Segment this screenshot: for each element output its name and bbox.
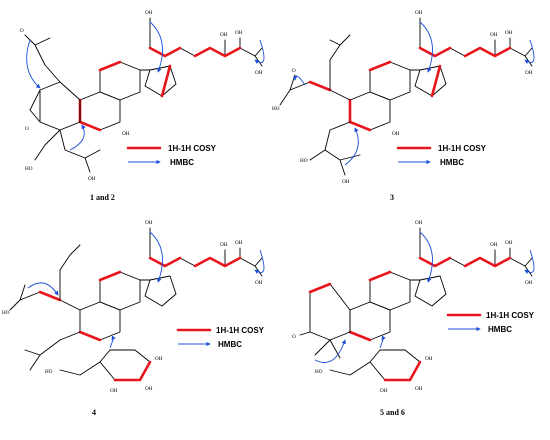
legend-panel-3: 1H-1H COSY HMBC [176, 326, 265, 349]
atom-oh: OH [415, 386, 423, 392]
atom-oh: OH [110, 388, 118, 394]
atom-oh: OH [235, 30, 243, 36]
atom-oh: OH [255, 280, 263, 286]
compound-label: 3 [390, 193, 394, 202]
compound-label: 4 [92, 408, 96, 417]
atom-oh: OH [415, 220, 423, 226]
structure-compound-4: OH OH OH OH HO HO OH OH OH 4 [2, 220, 265, 417]
atom-oh: OH [525, 280, 533, 286]
legend-hmbc-label: HMBC [170, 158, 194, 167]
compound-label: 5 and 6 [380, 408, 405, 417]
atom-oh: OH [490, 32, 498, 38]
atom-oh: OH [380, 388, 388, 394]
legend-panel-2: 1H-1H COSY HMBC [396, 144, 487, 167]
atom-oh: OH [415, 10, 423, 16]
legend-hmbc-label: HMBC [440, 158, 464, 167]
atom-o: O [292, 68, 296, 74]
atom-ho: HO [300, 158, 308, 164]
structure-compound-5-6: OH OH OH OH O HO OH OH OH 5 and 6 [292, 220, 535, 417]
atom-oh: OH [392, 131, 400, 137]
atom-oh: OH [145, 10, 153, 16]
legend-cosy-label: 1H-1H COSY [438, 144, 487, 153]
structure-compound-3: OH OH OH OH HO O HO OH OH 3 [272, 10, 535, 202]
structure-compound-1-2: OH OH OH OH O HO OH OH O 1 and 2 [20, 10, 265, 202]
legend-cosy-label: 1H-1H COSY [216, 326, 265, 335]
atom-oh: OH [220, 32, 228, 38]
legend-panel-4: 1H-1H COSY HMBC [446, 311, 535, 334]
atom-o: O [292, 334, 296, 340]
atom-ho: HO [272, 106, 280, 112]
atom-ho: HO [25, 166, 33, 172]
compound-label: 1 and 2 [90, 193, 115, 202]
atom-o: O [25, 126, 29, 132]
atom-o: O [20, 28, 24, 34]
atom-oh: OH [505, 30, 513, 36]
legend-panel-1: 1H-1H COSY HMBC [126, 144, 217, 167]
legend-cosy-label: 1H-1H COSY [486, 311, 535, 320]
atom-oh: OH [235, 240, 243, 246]
atom-oh: OH [342, 179, 350, 185]
atom-oh: OH [525, 70, 533, 76]
atom-ho: HO [2, 310, 10, 316]
legend-hmbc-label: HMBC [218, 340, 242, 349]
atom-oh: OH [122, 131, 130, 137]
atom-oh: OH [220, 242, 228, 248]
atom-oh: OH [425, 356, 433, 362]
atom-ho: HO [45, 369, 53, 375]
atom-oh: OH [155, 356, 163, 362]
legend-cosy-label: 1H-1H COSY [168, 144, 217, 153]
atom-oh: OH [88, 176, 96, 182]
atom-ho: HO [315, 369, 323, 375]
atom-oh: OH [490, 242, 498, 248]
atom-oh: OH [145, 386, 153, 392]
atom-oh: OH [145, 220, 153, 226]
atom-oh: OH [255, 70, 263, 76]
atom-oh: OH [505, 240, 513, 246]
legend-hmbc-label: HMBC [488, 325, 512, 334]
